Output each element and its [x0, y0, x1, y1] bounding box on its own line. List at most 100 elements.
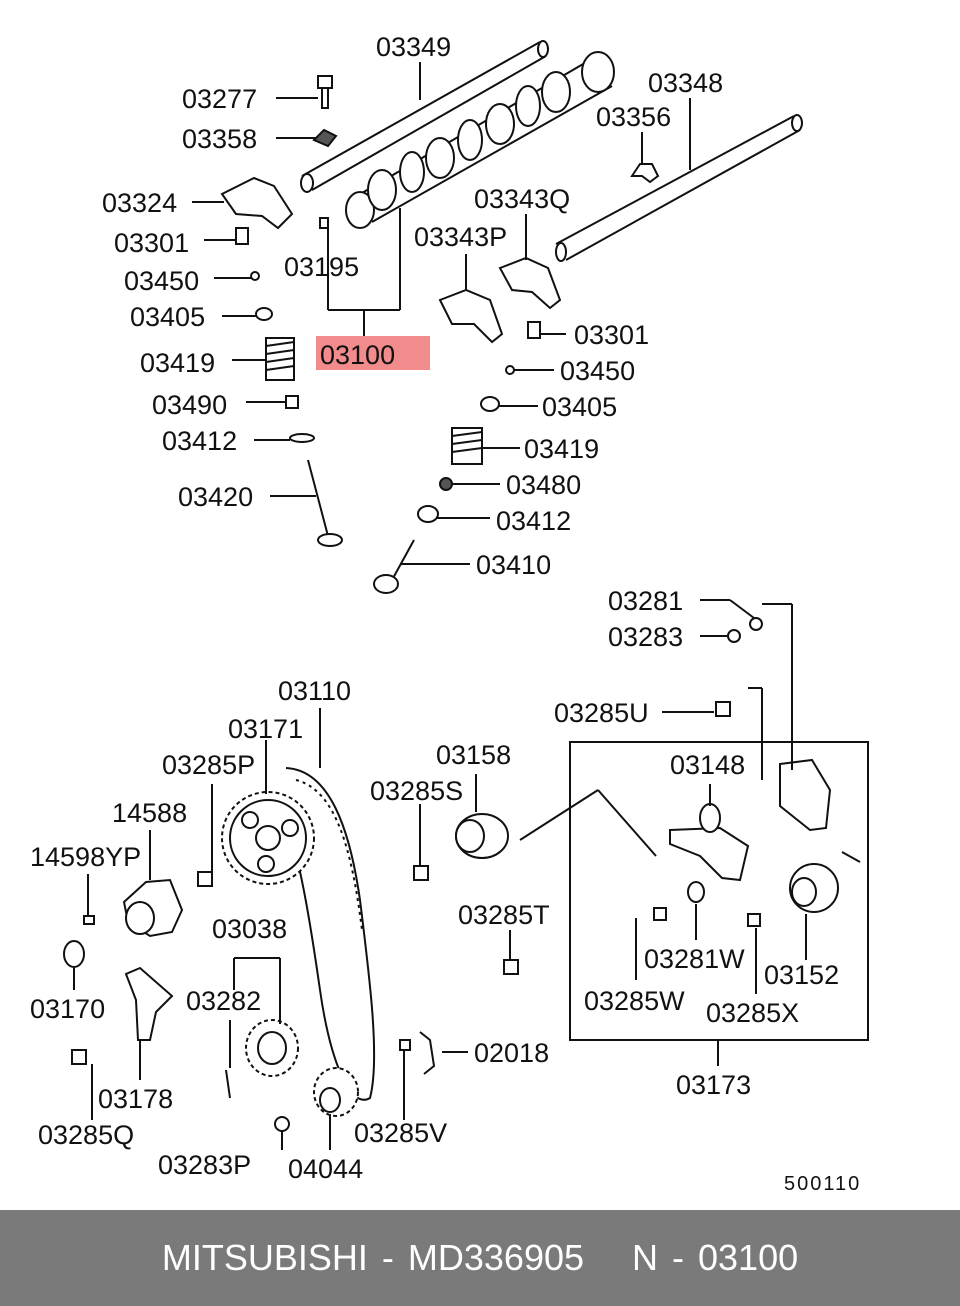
label-03285q: 03285Q: [38, 1120, 134, 1150]
label-03285u: 03285U: [554, 698, 649, 728]
footer-brand: MITSUBISHI: [161, 1237, 368, 1278]
label-03285p: 03285P: [162, 750, 255, 780]
label-03343q: 03343Q: [474, 184, 570, 214]
parts-diagram: 03349 03277 03358 03348 03356 03324 0334…: [30, 32, 869, 1195]
footer-part-number: MD336905: [407, 1237, 585, 1278]
bolt-03285w: [653, 907, 667, 921]
clip-03356: [630, 163, 660, 184]
label-14588: 14588: [112, 798, 187, 828]
nut-03283: [727, 629, 741, 643]
bolt-03285s: [413, 865, 429, 881]
seal-03170: [63, 940, 85, 968]
bolt-14598yp: [83, 915, 95, 925]
adjuster-03301-right: [527, 321, 541, 339]
spring-03419-left: [265, 337, 295, 381]
label-03419-left: 03419: [140, 348, 215, 378]
timing-belt-03110: [285, 767, 376, 1101]
label-03420: 03420: [178, 482, 253, 512]
footer-dash-2: -: [672, 1237, 685, 1278]
pulley-03152: [789, 863, 839, 913]
seal-03480: [439, 477, 453, 491]
seat-03412-left: [289, 433, 315, 443]
label-03277: 03277: [182, 84, 257, 114]
pulley-03158: [455, 813, 509, 859]
tensioner-arm: [669, 826, 750, 882]
pin-03195: [319, 217, 329, 229]
retainer-03405-left: [255, 307, 273, 321]
rocker-arm-03343q: [498, 256, 562, 310]
label-03412-left: 03412: [162, 426, 237, 456]
label-03283p: 03283P: [158, 1150, 251, 1180]
label-03356: 03356: [596, 102, 671, 132]
tensioner-bracket-03148: [779, 758, 832, 832]
label-03490: 03490: [152, 390, 227, 420]
label-03285s: 03285S: [370, 776, 463, 806]
camshaft: [345, 51, 615, 229]
label-03285x: 03285X: [706, 998, 799, 1028]
spring-02018: [419, 1031, 436, 1075]
label-03110: 03110: [278, 676, 351, 706]
rocker-arm-03324: [220, 176, 294, 230]
bolt-03285t: [503, 959, 519, 975]
bolt-03285p: [197, 871, 213, 887]
valve-03420: [307, 459, 343, 547]
label-03450-left: 03450: [124, 266, 199, 296]
bolt-03285v: [399, 1039, 411, 1051]
seal-03490: [285, 395, 299, 409]
leader-lines-upper: [192, 62, 691, 565]
label-03195: 03195: [284, 252, 359, 282]
footer-ref: 03100: [698, 1237, 799, 1278]
label-03358: 03358: [182, 124, 257, 154]
footer-n-label: N: [632, 1237, 659, 1278]
label-03171: 03171: [228, 714, 303, 744]
washer-03281w: [687, 881, 705, 903]
nut-03281: [749, 617, 763, 631]
rocker-arm-03343p: [438, 288, 504, 344]
crank-sprocket-03038: [245, 1019, 299, 1077]
adjuster-03301-left: [235, 227, 249, 245]
label-03283: 03283: [608, 622, 683, 652]
label-03343p: 03343P: [414, 222, 507, 252]
label-03282: 03282: [186, 986, 261, 1016]
label-03178: 03178: [98, 1084, 173, 1114]
nut-03450-left: [250, 271, 260, 281]
rocker-shaft-right: [555, 114, 803, 262]
label-03419-right: 03419: [524, 434, 599, 464]
label-03349: 03349: [376, 32, 451, 62]
label-03405-left: 03405: [130, 302, 205, 332]
label-03281w: 03281W: [644, 944, 745, 974]
rocker-shaft-left: [300, 40, 549, 193]
bolt-03277: [317, 75, 333, 89]
label-03348: 03348: [648, 68, 723, 98]
label-04044: 04044: [288, 1154, 363, 1184]
label-03412-right: 03412: [496, 506, 571, 536]
pin-03282: [225, 1069, 231, 1099]
spring-03419-right: [451, 427, 483, 465]
footer-dash-1: -: [381, 1237, 394, 1278]
label-03170: 03170: [30, 994, 105, 1024]
label-02018: 02018: [474, 1038, 549, 1068]
label-03173: 03173: [676, 1070, 751, 1100]
valve-03410: [373, 539, 415, 594]
label-03324: 03324: [102, 188, 177, 218]
label-03285v: 03285V: [354, 1118, 447, 1148]
label-03450-right: 03450: [560, 356, 635, 386]
label-03038: 03038: [212, 914, 287, 944]
plate-03358: [312, 128, 338, 148]
leader-lines-lower: [73, 599, 861, 1150]
nut-03283p: [274, 1116, 290, 1132]
label-03301-right: 03301: [574, 320, 649, 350]
camshaft-sprocket-03171: [221, 791, 315, 885]
label-03158: 03158: [436, 740, 511, 770]
label-03410: 03410: [476, 550, 551, 580]
footer-bar: MITSUBISHI - MD336905 N - 03100: [0, 1210, 960, 1306]
label-14598yp: 14598YP: [30, 842, 141, 872]
label-03285t: 03285T: [458, 900, 550, 930]
bolt-03285q: [71, 1049, 87, 1065]
label-03405-right: 03405: [542, 392, 617, 422]
label-03100-highlighted: 03100: [320, 340, 395, 370]
label-03281: 03281: [608, 586, 683, 616]
highlight-box: [316, 336, 430, 370]
label-03152: 03152: [764, 960, 839, 990]
label-03285w: 03285W: [584, 986, 685, 1016]
